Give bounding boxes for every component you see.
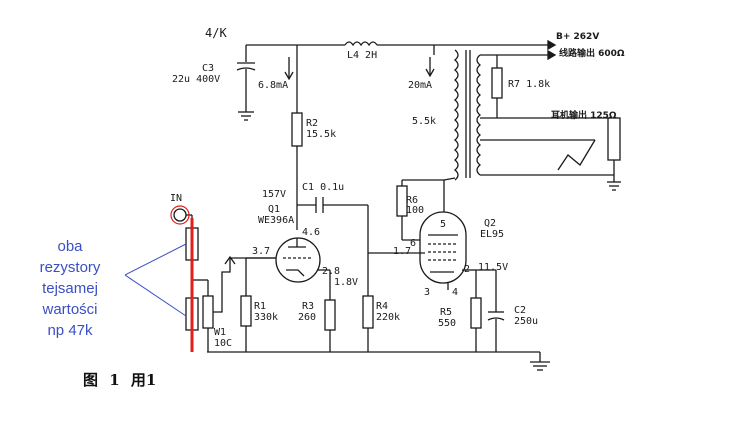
v-cathode-q1-label: 1.8V: [334, 277, 359, 288]
resistor-note: oba rezystory tejsamej wartości np 47k: [20, 236, 120, 341]
inductor-l4: [344, 41, 378, 47]
pin-q1-top: 4.6: [302, 227, 321, 238]
r2-name: R2: [306, 118, 319, 129]
v-cathode-q2-label: 11.5V: [478, 262, 509, 273]
c2-name: C2: [514, 305, 527, 316]
q2-name: Q2: [484, 218, 497, 229]
note-line-1: oba: [57, 238, 83, 255]
note-line-2: rezystory: [39, 259, 101, 276]
note-line-4: wartości: [42, 301, 98, 318]
fraction-label: 4/K: [205, 26, 227, 40]
r4-body: [362, 295, 374, 329]
r2-value: 15.5k: [306, 129, 337, 140]
r6-name: R6: [406, 195, 419, 206]
r4-name: R4: [376, 301, 389, 312]
note-pointer-upper: [124, 243, 187, 276]
pin-q1-left: 3.7: [252, 246, 271, 257]
r1-value: 330k: [254, 312, 279, 323]
c3-plate-bottom: [236, 67, 256, 71]
input-jack: [173, 208, 187, 222]
r4-value: 220k: [376, 312, 401, 323]
q1-tube: [275, 237, 321, 283]
r1-body: [240, 295, 252, 327]
r7-name: R7: [508, 79, 521, 90]
w1-value: 10C: [214, 338, 233, 349]
pin-q2-3: 3: [424, 287, 431, 298]
w1-body: [202, 295, 214, 329]
current-right-label: 20mA: [408, 80, 433, 91]
transformer-primary: [453, 49, 459, 181]
pin-q2-4: 4: [452, 287, 459, 298]
r5-body: [470, 297, 482, 329]
pin-q1-bottom: 2.8: [322, 266, 341, 277]
q2-value: EL95: [480, 229, 505, 240]
r2-body: [291, 112, 303, 147]
red-input-ring: [170, 205, 190, 225]
transformer-impedance-label: 5.5k: [412, 116, 437, 127]
transformer-secondary: [476, 54, 482, 176]
line-out-label: 线路输出 600Ω: [559, 49, 625, 59]
note-line-5: np 47k: [47, 322, 93, 339]
current-left-label: 6.8mA: [258, 80, 289, 91]
headphone-jack: [607, 117, 621, 161]
r6-value: 100: [406, 205, 425, 216]
q2-tube: [419, 211, 467, 284]
note-line-3: tejsamej: [42, 280, 98, 297]
r3-value: 260: [298, 312, 317, 323]
inductor-label: L4 2H: [347, 50, 378, 61]
r3-body: [324, 299, 336, 331]
bplus-label: B+ 262V: [556, 32, 600, 42]
r7-value: 1.8k: [526, 79, 551, 90]
r7-body: [491, 67, 503, 99]
c2-plate-bottom: [487, 317, 505, 321]
r5-name: R5: [440, 307, 453, 318]
pin-q2-6: 6: [410, 238, 417, 249]
q1-value: WE396A: [258, 215, 295, 226]
figure-caption: 图 1 用1: [83, 371, 157, 389]
r1-name: R1: [254, 301, 267, 312]
pin-q2-2: 2: [464, 264, 471, 275]
c1-name: C1: [302, 182, 315, 193]
pin-q2-17: 1.7: [393, 246, 412, 257]
v-anode-q1-label: 157V: [262, 189, 287, 200]
c1-label: C1 0.1u: [302, 182, 344, 193]
c1-value: 0.1u: [320, 182, 345, 193]
r3-name: R3: [302, 301, 315, 312]
input-label: IN: [170, 193, 183, 204]
r5-value: 550: [438, 318, 457, 329]
r7-label: R7 1.8k: [508, 79, 550, 90]
c3-name: C3: [202, 63, 215, 74]
q1-name: Q1: [268, 204, 281, 215]
w1-name: W1: [214, 327, 227, 338]
c3-value: 22u 400V: [172, 74, 221, 85]
c2-value: 250u: [514, 316, 539, 327]
headphone-out-label: 耳机输出 125Ω: [551, 111, 617, 121]
pin-q2-5: 5: [440, 219, 447, 230]
note-pointer-lower: [124, 274, 187, 317]
